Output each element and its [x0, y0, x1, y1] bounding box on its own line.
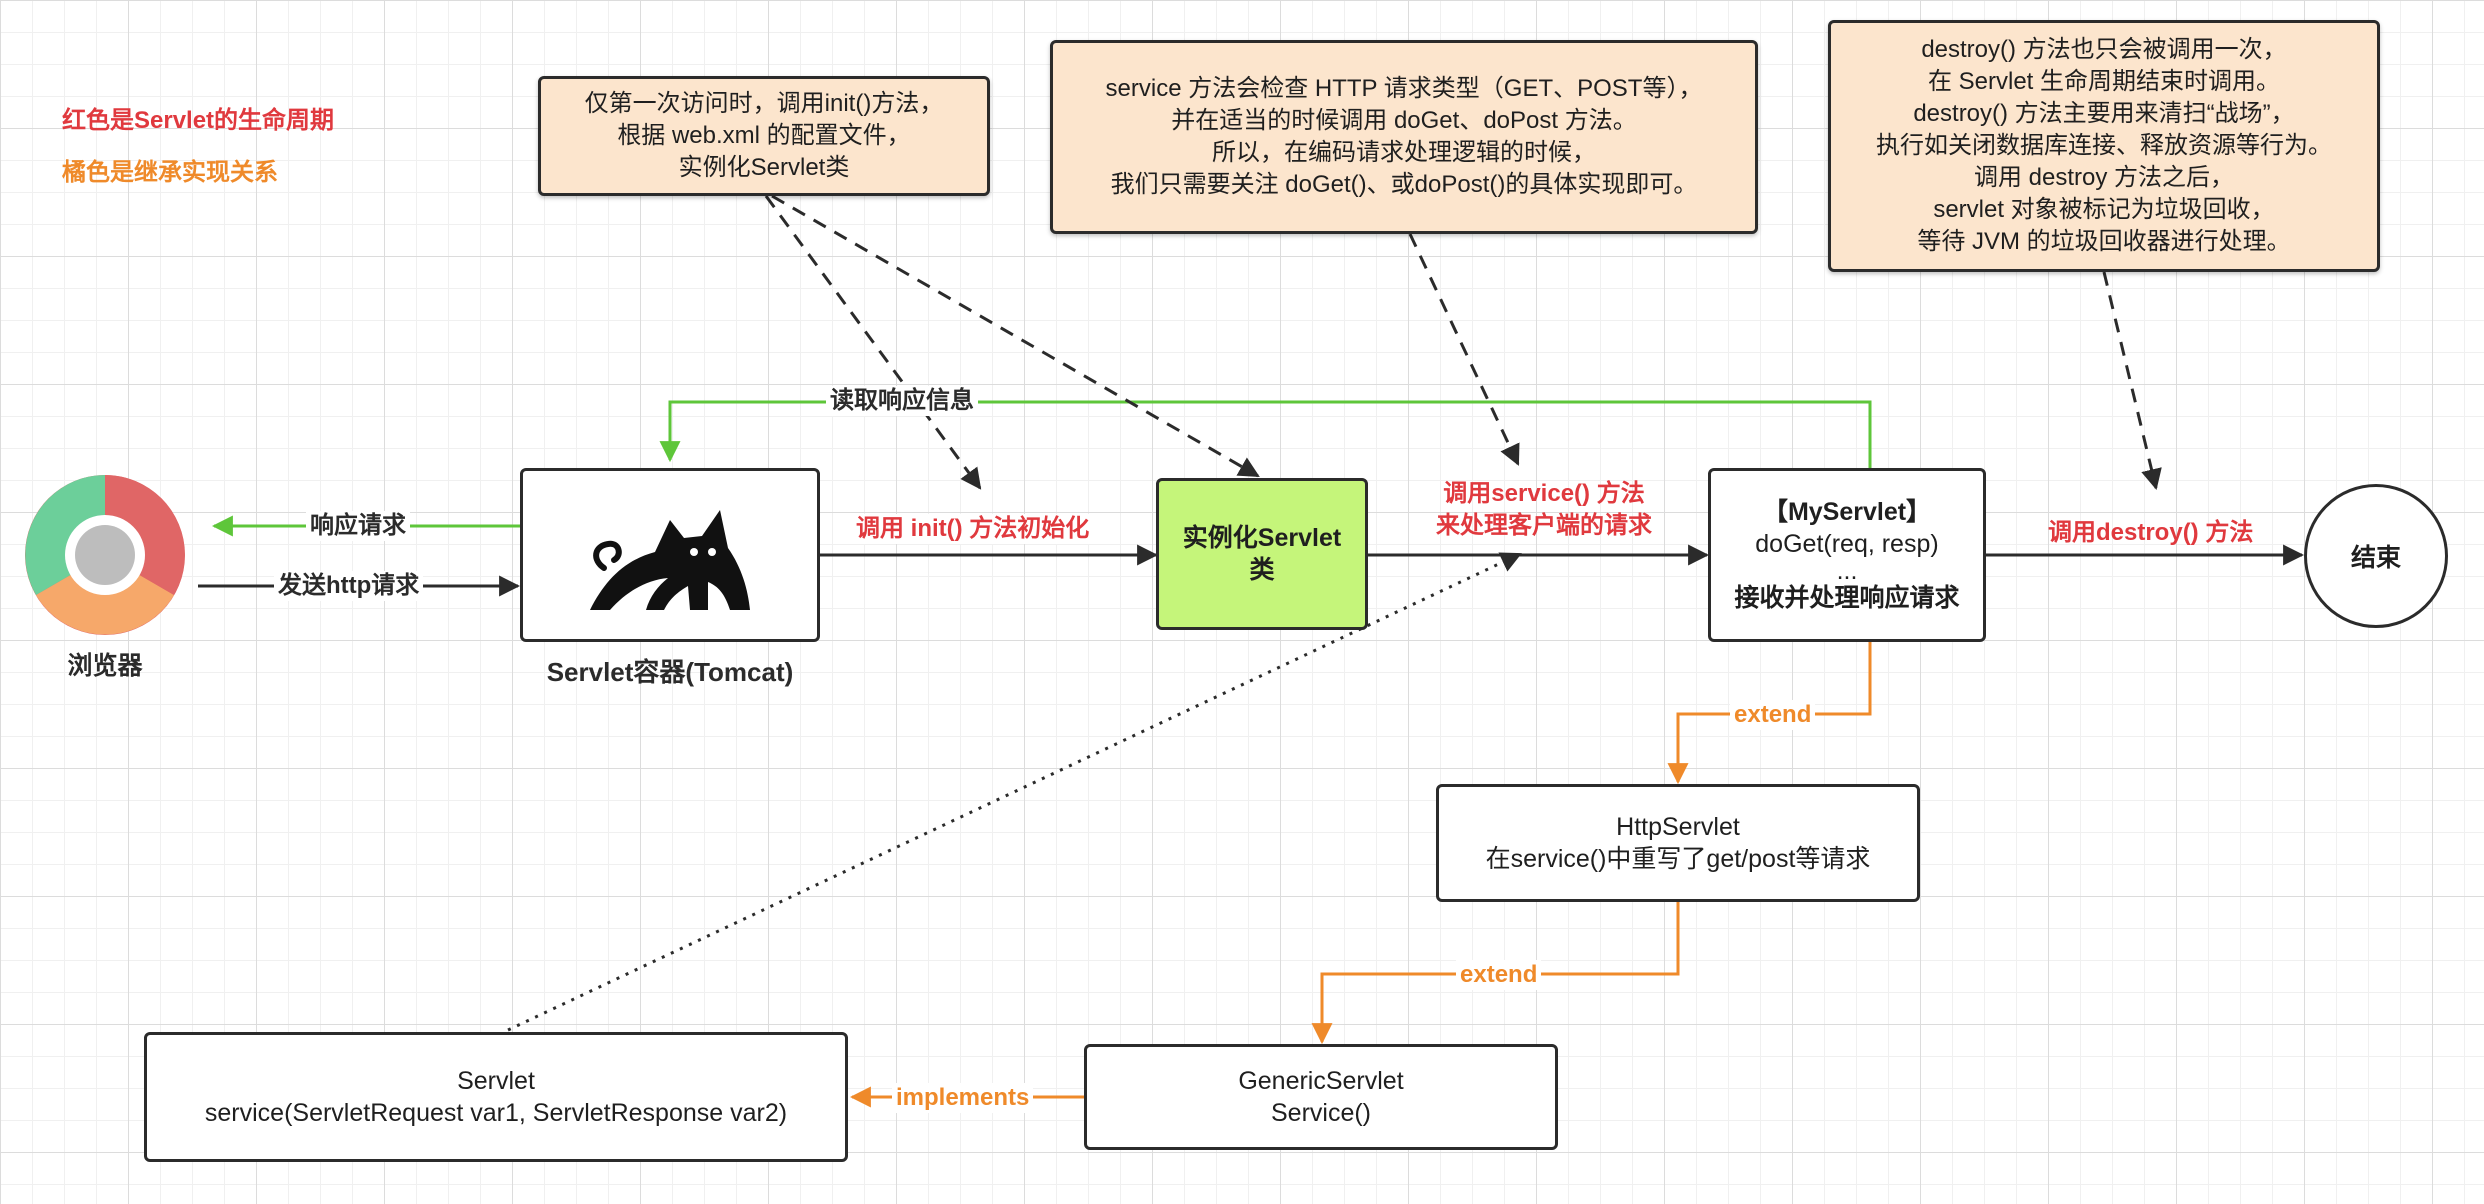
- tomcat-cat-icon: [590, 510, 750, 610]
- edge-label-call-destroy: 调用destroy() 方法: [2048, 519, 2254, 546]
- edge-note-destroy: [2102, 271, 2162, 491]
- edge-label-respond: 响应请求: [306, 511, 410, 541]
- end-node[interactable]: 结束: [2304, 484, 2448, 628]
- note-init: 仅第一次访问时，调用init()方法， 根据 web.xml 的配置文件， 实例…: [538, 76, 990, 196]
- servlet-line-2: service(ServletRequest var1, ServletResp…: [204, 1099, 788, 1127]
- tomcat-label: Servlet容器(Tomcat): [546, 657, 794, 687]
- edge-label-call-service-line-1: 调用service() 方法: [1443, 480, 1645, 507]
- note-service-line-3: 所以，在编码请求处理逻辑的时候，: [1212, 139, 1596, 166]
- instantiate-servlet-node[interactable]: 实例化Servlet 类: [1156, 478, 1368, 630]
- myservlet-line-2: doGet(req, resp): [1755, 530, 1939, 558]
- myservlet-line-4: 接收并处理响应请求: [1734, 584, 1960, 612]
- myservlet-node[interactable]: 【MyServlet】 doGet(req, resp) ... 接收并处理响应…: [1708, 468, 1986, 642]
- note-service-line-2: 并在适当的时候调用 doGet、doPost 方法。: [1171, 107, 1637, 134]
- httpservlet-line-1: HttpServlet: [1616, 813, 1740, 841]
- browser-node[interactable]: [22, 472, 188, 638]
- note-destroy-line-4: 执行如关闭数据库连接、释放资源等行为。: [1876, 132, 2332, 159]
- edge-label-implements: implements: [892, 1083, 1034, 1113]
- note-service-line-4: 我们只需要关注 doGet()、或doPost()的具体实现即可。: [1110, 171, 1698, 198]
- tomcat-node[interactable]: [520, 468, 820, 642]
- note-destroy-line-2: 在 Servlet 生命周期结束时调用。: [1927, 68, 2281, 95]
- genericservlet-line-2: Service(): [1270, 1099, 1371, 1127]
- note-init-line-3: 实例化Servlet类: [678, 154, 850, 181]
- httpservlet-line-2: 在service()中重写了get/post等请求: [1485, 845, 1871, 873]
- edge-label-send-http: 发送http请求: [274, 571, 424, 601]
- edge-label-extend-1: extend: [1730, 700, 1816, 730]
- instantiate-line-2: 类: [1249, 556, 1275, 584]
- note-destroy: destroy() 方法也只会被调用一次， 在 Servlet 生命周期结束时调…: [1828, 20, 2380, 272]
- note-destroy-line-7: 等待 JVM 的垃圾回收器进行处理。: [1917, 228, 2291, 255]
- edge-servlet-service-dotted: [507, 552, 1522, 1032]
- edge-label-call-init: 调用 init() 方法初始化: [852, 514, 1094, 544]
- edge-note-service: [1408, 233, 1520, 466]
- note-service: service 方法会检查 HTTP 请求类型（GET、POST等）， 并在适当…: [1050, 40, 1758, 234]
- edge-label-read-response: 读取响应信息: [826, 386, 978, 416]
- servlet-line-1: Servlet: [457, 1067, 535, 1095]
- browser-label: 浏览器: [67, 652, 143, 680]
- note-destroy-line-3: destroy() 方法主要用来清扫“战场”，: [1913, 100, 2295, 127]
- note-service-line-1: service 方法会检查 HTTP 请求类型（GET、POST等），: [1105, 75, 1703, 102]
- genericservlet-line-1: GenericServlet: [1238, 1067, 1404, 1095]
- edge-note-init-to-instantiate: [771, 194, 1260, 478]
- note-destroy-line-5: 调用 destroy 方法之后，: [1973, 164, 2235, 191]
- myservlet-line-1: 【MyServlet】: [1762, 498, 1932, 526]
- servlet-node[interactable]: Servlet service(ServletRequest var1, Ser…: [144, 1032, 848, 1162]
- edge-label-call-service: 调用service() 方法 来处理客户端的请求: [1404, 478, 1684, 542]
- genericservlet-node[interactable]: GenericServlet Service(): [1084, 1044, 1558, 1150]
- instantiate-line-1: 实例化Servlet: [1182, 524, 1342, 552]
- edge-note-init-to-init: [764, 195, 982, 490]
- note-destroy-line-6: servlet 对象被标记为垃圾回收，: [1933, 196, 2275, 223]
- legend-red: 红色是Servlet的生命周期: [62, 107, 335, 134]
- end-label: 结束: [2350, 544, 2401, 572]
- edge-label-call-service-line-2: 来处理客户端的请求: [1436, 512, 1652, 539]
- edge-label-extend-2: extend: [1456, 960, 1542, 990]
- note-init-line-1: 仅第一次访问时，调用init()方法，: [584, 90, 944, 117]
- note-destroy-line-1: destroy() 方法也只会被调用一次，: [1921, 36, 2287, 63]
- myservlet-line-3: ...: [1836, 557, 1858, 585]
- httpservlet-node[interactable]: HttpServlet 在service()中重写了get/post等请求: [1436, 784, 1920, 902]
- legend-orange: 橘色是继承实现关系: [62, 159, 278, 186]
- chrome-logo-icon: [25, 475, 185, 635]
- edge-read-response: [659, 400, 1872, 468]
- note-init-line-2: 根据 web.xml 的配置文件，: [617, 122, 911, 149]
